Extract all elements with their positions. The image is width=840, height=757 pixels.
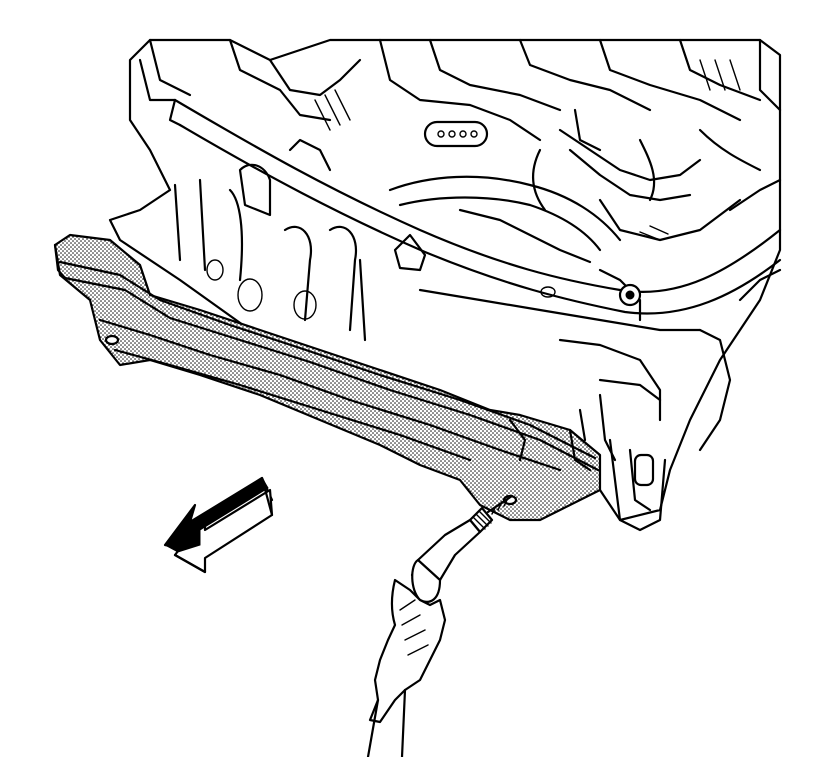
body-hole: [237, 278, 263, 312]
rail-slot: [633, 453, 655, 487]
bumper-impact-bar: [53, 233, 602, 522]
direction-arrow-icon: [163, 476, 274, 574]
body-hole: [293, 290, 317, 320]
body-hole: [540, 286, 556, 298]
vehicle-front-structure: [108, 38, 782, 532]
plate-hole: [470, 130, 478, 138]
plate-hole: [437, 130, 445, 138]
plate-hole: [448, 130, 456, 138]
plate-hole: [459, 130, 467, 138]
bumper-bolt-hole: [104, 334, 120, 346]
body-hole: [206, 259, 224, 281]
bumper-bolt-hole: [502, 494, 518, 506]
gloved-hand-icon: [366, 578, 447, 757]
power-drill-icon: [410, 494, 514, 603]
access-plate: [423, 120, 489, 148]
mount-bolt-center: [625, 290, 635, 300]
